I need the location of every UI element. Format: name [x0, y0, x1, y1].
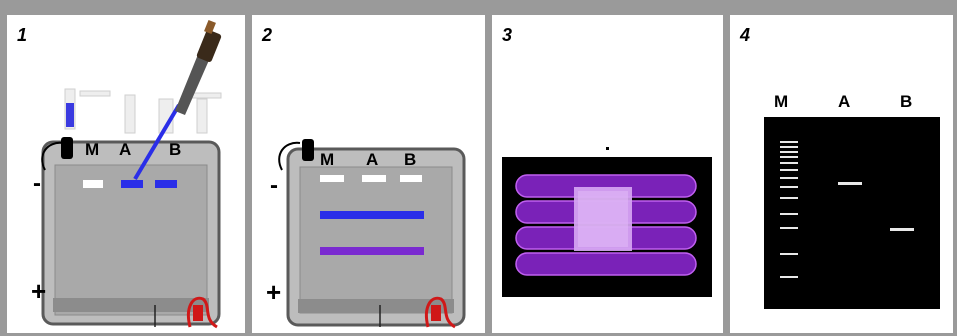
loading-illustration: M A B - + — [7, 15, 245, 333]
panel-4-result: 4 M A B — [730, 15, 953, 333]
lane-label-b: B — [900, 92, 912, 111]
gel-slab — [300, 167, 452, 313]
band-lane-a — [838, 182, 862, 185]
lane-label-a: A — [838, 92, 850, 111]
lane-label-b: B — [404, 150, 416, 169]
well-b — [155, 180, 177, 188]
panel-2-electrophoresis: 2 M A B - + — [252, 15, 485, 333]
tank-rail — [53, 298, 209, 312]
gel-result: M A B — [730, 15, 953, 333]
sample-tubes — [65, 89, 221, 133]
electrophoresis-illustration: M A B - + — [252, 15, 485, 333]
well-a — [362, 175, 386, 182]
well-m — [83, 180, 103, 188]
well-a — [121, 180, 143, 188]
well-m — [320, 175, 344, 182]
lane-label-b: B — [169, 140, 181, 159]
pole-negative: - — [33, 170, 41, 197]
pole-negative: - — [270, 172, 278, 199]
uv-transilluminator-icon — [492, 15, 723, 333]
dye-front-blue — [320, 211, 424, 219]
electrode-cable-icon — [61, 137, 73, 159]
lane-label-a: A — [366, 150, 378, 169]
electrode-cable-icon — [302, 139, 314, 161]
panel-1-loading: 1 — [7, 15, 245, 333]
pole-positive: + — [266, 277, 281, 307]
band-lane-b — [890, 228, 914, 231]
lane-label-m: M — [774, 92, 788, 111]
lane-label-m: M — [320, 150, 334, 169]
lane-label-m: M — [85, 140, 99, 159]
lane-label-a: A — [119, 140, 131, 159]
panel-3-visualization: 3 — [492, 15, 723, 333]
pole-positive: + — [31, 276, 46, 306]
sample-tube-liquid — [66, 103, 74, 127]
dye-front-purple — [320, 247, 424, 255]
well-b — [400, 175, 422, 182]
